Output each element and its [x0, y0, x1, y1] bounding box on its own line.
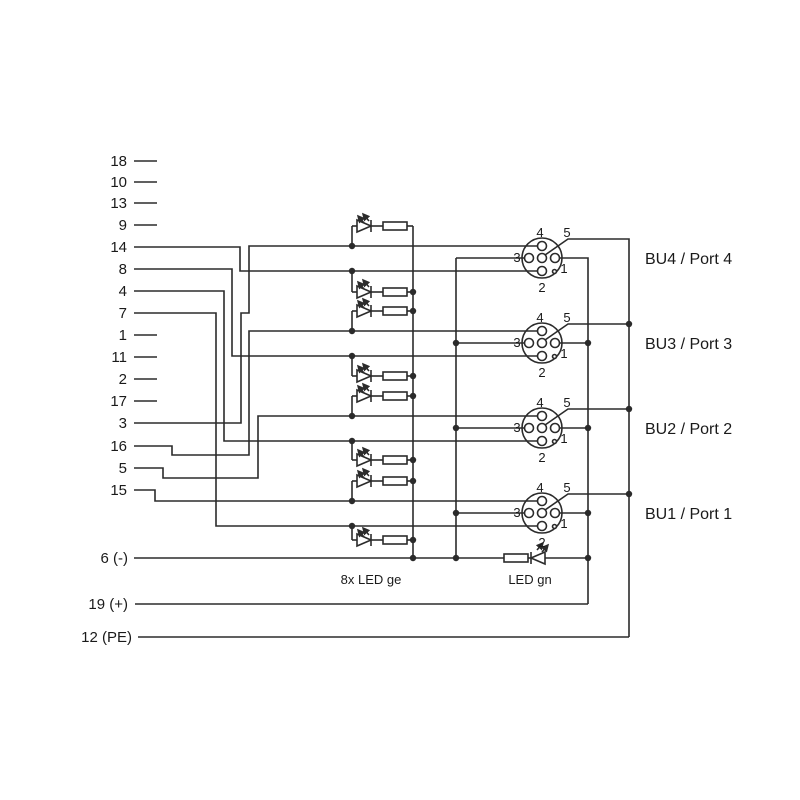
- green-led-triangle: [528, 550, 546, 566]
- terminal-14-label: 14: [110, 239, 127, 256]
- bu4-pin3-label: 3: [513, 250, 520, 265]
- bu2-pin5-label: 5: [563, 395, 570, 410]
- junction-dots: [348, 242, 633, 562]
- terminal-17-label: 17: [110, 393, 127, 410]
- green-led-arrow: [540, 543, 550, 553]
- yellow-led-4: [352, 364, 413, 382]
- terminal-8-label: 8: [119, 261, 127, 278]
- yellow-led-2: [352, 280, 413, 298]
- pin-number-labels: 4 5 3 1 2 4 5 3 1 2 4 5 3 1 2 4 5 3 1 2: [513, 225, 570, 550]
- yellow-led-3: [352, 299, 413, 317]
- bu2-pin5-line: [544, 408, 629, 426]
- bu1-pin1-label: 1: [560, 516, 567, 531]
- bu4-pin5-label: 5: [563, 225, 570, 240]
- terminal-labels: 18 10 13 9 14 8 4 7 1 11 2 17 3 16 5 15 …: [81, 153, 132, 646]
- terminal-18-label: 18: [110, 153, 127, 170]
- green-led-branch: [503, 541, 550, 566]
- signal-wires: [134, 245, 538, 527]
- bu1-pin4-label: 4: [536, 480, 543, 495]
- bu1-port-label: BU1 / Port 1: [645, 506, 732, 523]
- bu3-pin1-label: 1: [560, 346, 567, 361]
- bu4-port-label: BU4 / Port 4: [645, 251, 732, 268]
- buses: [412, 226, 630, 637]
- yellow-led-8: [352, 528, 413, 546]
- bu4-pin4-label: 4: [536, 225, 543, 240]
- bu1-pin5-label: 5: [563, 480, 570, 495]
- yellow-led-6: [352, 448, 413, 466]
- green-led-caption: LED gn: [508, 572, 551, 587]
- terminal-1-label: 1: [119, 327, 127, 344]
- terminal-15-label: 15: [110, 482, 127, 499]
- terminal-5-label: 5: [119, 460, 127, 477]
- pin1-plus-bus: [560, 257, 589, 604]
- bu3-pin5-label: 5: [563, 310, 570, 325]
- wire-5-to-bu2-pin4: [134, 415, 538, 479]
- terminal-13-label: 13: [110, 195, 127, 212]
- terminal-4-label: 4: [119, 283, 127, 300]
- terminal-11-label: 11: [111, 349, 127, 366]
- wire-14-to-bu4-pin2: [134, 246, 538, 272]
- yellow-leds-caption: 8x LED ge: [341, 572, 402, 587]
- bu3-pin4-label: 4: [536, 310, 543, 325]
- bu2-pin1-label: 1: [560, 431, 567, 446]
- port-labels: BU4 / Port 4 BU3 / Port 3 BU2 / Port 2 B…: [645, 251, 732, 523]
- terminal-19-plus-label: 19 (+): [88, 596, 128, 613]
- terminal-9-label: 9: [119, 217, 127, 234]
- wire-4-to-bu2-pin2: [134, 290, 538, 442]
- bu1-socket: [521, 492, 563, 534]
- bu3-pin5-line: [544, 323, 629, 341]
- wire-7-to-bu1-pin2: [134, 312, 538, 527]
- pin5-pe-bus: [544, 238, 630, 637]
- bu2-pin3-label: 3: [513, 420, 520, 435]
- bu2-pin4-label: 4: [536, 395, 543, 410]
- connector-pin-lines: [456, 257, 629, 514]
- bu4-socket: [521, 237, 563, 279]
- green-led-resistor: [503, 553, 529, 563]
- bu1-pin5-line: [544, 493, 629, 511]
- bu2-port-label: BU2 / Port 2: [645, 421, 732, 438]
- wire-16-to-bu3-pin4: [134, 330, 538, 456]
- yellow-led-5: [352, 384, 413, 402]
- yellow-led-7: [352, 469, 413, 487]
- terminal-2-label: 2: [119, 371, 127, 388]
- wire-3-to-bu4-pin4: [134, 245, 538, 424]
- terminal-12-pe-label: 12 (PE): [81, 629, 132, 646]
- terminal-16-label: 16: [110, 438, 127, 455]
- bu2-socket: [521, 407, 563, 449]
- bu3-pin2-label: 2: [538, 365, 545, 380]
- bu1-pin3-label: 3: [513, 505, 520, 520]
- power-lines: [134, 557, 629, 638]
- terminal-7-label: 7: [119, 305, 127, 322]
- bu2-pin2-label: 2: [538, 450, 545, 465]
- bu3-pin3-label: 3: [513, 335, 520, 350]
- bu4-pin2-label: 2: [538, 280, 545, 295]
- bu3-port-label: BU3 / Port 3: [645, 336, 732, 353]
- bu4-pin1-label: 1: [560, 261, 567, 276]
- bu3-socket: [521, 322, 563, 364]
- yellow-led-1: [352, 214, 413, 232]
- nc-terminal-stubs: [134, 160, 157, 402]
- yellow-led-branches: [351, 214, 413, 546]
- terminal-10-label: 10: [110, 174, 127, 191]
- bu1-pin2-label: 2: [538, 535, 545, 550]
- terminal-3-label: 3: [119, 415, 127, 432]
- wire-15-to-bu1-pin4: [134, 489, 538, 502]
- terminal-6-minus-label: 6 (-): [101, 550, 129, 567]
- wire-8-to-bu3-pin2: [134, 268, 538, 357]
- captions: 8x LED ge LED gn: [341, 572, 552, 587]
